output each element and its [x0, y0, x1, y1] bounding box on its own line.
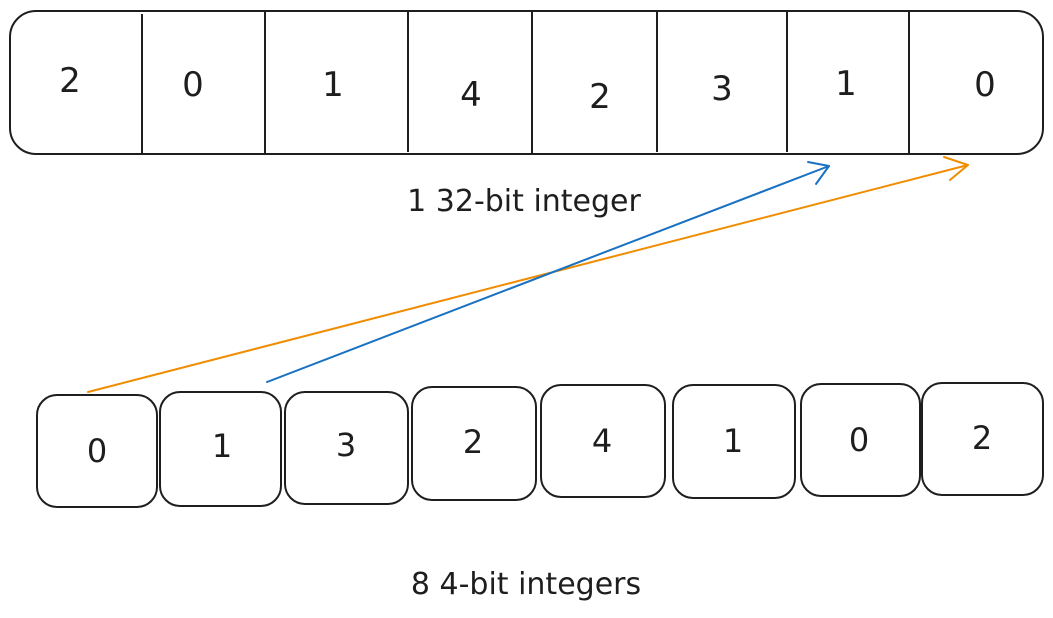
unpacked-box: [921, 382, 1044, 496]
unpacked-box: [800, 383, 921, 497]
unpacked-cell-value: 0: [87, 432, 107, 470]
unpacked-cell-value: 2: [972, 419, 992, 457]
unpacked-cell-value: 3: [336, 426, 356, 464]
packed-cell-value: 3: [711, 69, 733, 109]
unpacked-cell-value: 0: [849, 421, 869, 459]
unpacked-cell-value: 1: [723, 422, 743, 460]
unpacked-box: [540, 384, 666, 498]
orange-arrowhead-icon: [943, 156, 969, 181]
packed-cell-value: 2: [589, 77, 611, 117]
packed-cell-value: 4: [460, 75, 482, 115]
unpacked-box: [159, 391, 282, 507]
packed-cell-value: 1: [835, 64, 857, 104]
packed-cell-value: 0: [182, 65, 204, 105]
packed-cell-value: 0: [974, 65, 996, 105]
unpacked-integer-values: 0 1 3 2 4 1 0 2: [87, 419, 992, 470]
unpacked-cell-value: 1: [212, 427, 232, 465]
packed-integer-values: 2 0 1 4 2 3 1 0: [59, 61, 996, 117]
unpacked-integer-boxes: [36, 382, 1044, 508]
packed-integer-box: [9, 10, 1044, 155]
unpacked-cell-value: 4: [592, 422, 612, 460]
unpacked-box: [284, 391, 409, 505]
packed-cell-value: 2: [59, 61, 81, 101]
unpacked-box: [672, 384, 796, 499]
unpacked-cell-value: 2: [463, 423, 483, 461]
unpacked-box: [36, 394, 158, 508]
unpacked-integers-caption: 8 4-bit integers: [411, 567, 641, 602]
mapping-arrows: [87, 156, 969, 393]
packed-integer-dividers: [141, 10, 910, 153]
blue-arrowhead-icon: [807, 161, 830, 185]
orange-mapping-arrow: [87, 164, 969, 393]
packed-integer-caption: 1 32-bit integer: [407, 184, 641, 219]
packed-cell-value: 1: [322, 65, 344, 105]
unpacked-box: [411, 386, 537, 501]
blue-mapping-arrow: [266, 165, 830, 383]
